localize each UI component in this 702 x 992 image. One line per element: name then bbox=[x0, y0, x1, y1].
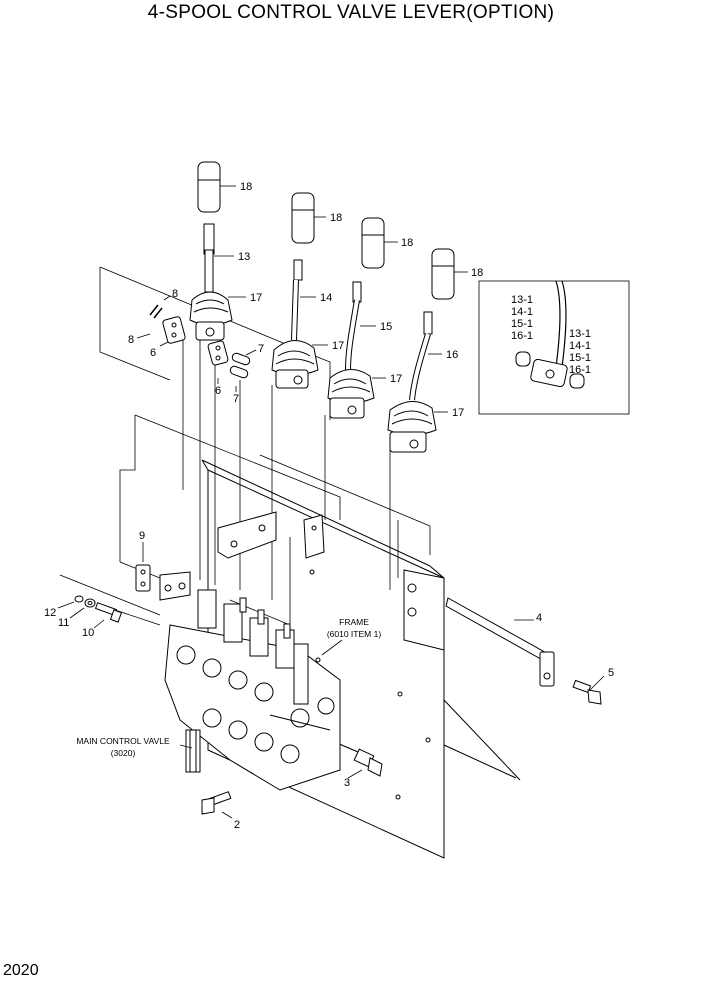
callout-bracket: 9 bbox=[139, 530, 145, 542]
callout-pin-left: 8 bbox=[128, 334, 134, 346]
detail-a-16: 16-1 bbox=[511, 330, 533, 342]
detail-a-14: 14-1 bbox=[511, 306, 533, 318]
leader-lines bbox=[57, 185, 605, 819]
callout-pin-top: 8 bbox=[172, 288, 178, 300]
pins-and-plates bbox=[74, 304, 602, 815]
callout-plate-1: 6 bbox=[150, 347, 156, 359]
main-control-valve bbox=[164, 589, 341, 791]
callout-rod-4: 4 bbox=[536, 612, 542, 624]
detail-box bbox=[478, 280, 630, 415]
frame-note-line1: FRAME bbox=[339, 617, 369, 627]
callout-washer-11: 11 bbox=[58, 617, 69, 629]
callout-lever-3: 15 bbox=[380, 321, 392, 333]
callout-boot-2: 17 bbox=[332, 340, 344, 352]
callout-lever-1: 13 bbox=[238, 251, 250, 263]
callout-washer-12: 12 bbox=[44, 607, 56, 619]
callout-boot-3: 17 bbox=[390, 373, 402, 385]
mcv-note-line2: (3020) bbox=[111, 748, 136, 758]
lever-assembly-1 bbox=[189, 161, 233, 341]
callout-bolt-2: 2 bbox=[234, 819, 240, 831]
callout-boot-4: 17 bbox=[452, 407, 464, 419]
callout-lever-4: 16 bbox=[446, 349, 458, 361]
callout-lever-2: 14 bbox=[320, 292, 332, 304]
lever-assembly-3 bbox=[327, 217, 385, 419]
callout-plate-2: 6 bbox=[215, 385, 221, 397]
detail-b-14: 14-1 bbox=[569, 340, 591, 352]
detail-a-13: 13-1 bbox=[511, 294, 533, 306]
spool-stubs bbox=[197, 589, 309, 705]
lever-assembly-2 bbox=[271, 192, 319, 389]
callout-knob-3: 18 bbox=[401, 237, 413, 249]
detail-b-15: 15-1 bbox=[569, 352, 591, 364]
callout-knob-4: 18 bbox=[471, 267, 483, 279]
callout-bolt-10: 10 bbox=[82, 627, 94, 639]
callout-knob-1: 18 bbox=[240, 181, 252, 193]
detail-b-13: 13-1 bbox=[569, 328, 591, 340]
detail-a-15: 15-1 bbox=[511, 318, 533, 330]
lever-assembly-4 bbox=[387, 248, 455, 453]
callout-fitting-3: 3 bbox=[344, 777, 350, 789]
detail-b-16: 16-1 bbox=[569, 364, 591, 376]
frame-note-line2: (6010 ITEM 1) bbox=[327, 629, 381, 639]
callout-boot-1: 17 bbox=[250, 292, 262, 304]
page-number: 2020 bbox=[3, 962, 39, 979]
callout-knob-2: 18 bbox=[330, 212, 342, 224]
diagram-title: 4-SPOOL CONTROL VALVE LEVER(OPTION) bbox=[147, 2, 555, 23]
mcv-note-line1: MAIN CONTROL VAVLE bbox=[76, 736, 170, 746]
callout-pin-7b: 7 bbox=[233, 393, 239, 405]
callout-bolt-5: 5 bbox=[608, 667, 614, 679]
callout-labels: 18 18 18 18 13 14 15 16 17 17 17 17 8 8 … bbox=[44, 181, 614, 831]
callout-pin-7a: 7 bbox=[258, 343, 264, 355]
